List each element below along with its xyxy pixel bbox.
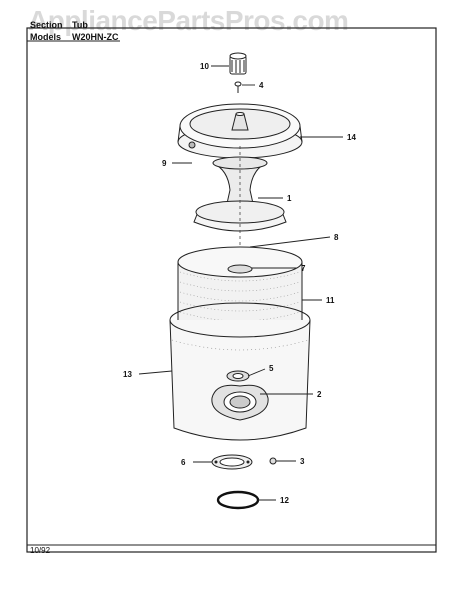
part-hub — [227, 264, 253, 274]
callout-9: 9 — [162, 159, 167, 168]
callout-14: 14 — [347, 133, 356, 142]
models-label: Models — [30, 32, 62, 42]
callout-8: 8 — [334, 233, 339, 242]
part-o-ring — [216, 490, 260, 510]
leader-lines — [138, 65, 343, 501]
revision-date: 10/92 — [30, 546, 51, 555]
callout-11: 11 — [326, 296, 335, 305]
callout-13: 13 — [123, 370, 132, 379]
part-tub-ring — [177, 103, 303, 159]
section-label: Section — [30, 20, 63, 30]
part-clip — [269, 457, 277, 465]
callout-6: 6 — [181, 458, 186, 467]
callout-12: 12 — [280, 496, 289, 505]
part-screw — [234, 81, 242, 93]
callout-10: 10 — [200, 62, 209, 71]
part-gasket — [211, 454, 253, 470]
callout-2: 2 — [317, 390, 322, 399]
part-basket — [177, 246, 303, 337]
page-frame — [26, 27, 437, 553]
callout-1: 1 — [287, 194, 292, 203]
section-value: Tub — [72, 20, 88, 30]
callout-3: 3 — [300, 457, 305, 466]
models-value: W20HN-ZC — [72, 32, 119, 42]
part-outer-tub — [169, 302, 311, 441]
callout-5: 5 — [269, 364, 274, 373]
callout-7: 7 — [301, 264, 306, 273]
watermark: AppliancePartsPros.com — [28, 5, 349, 36]
part-knob — [229, 52, 247, 75]
callout-4: 4 — [259, 81, 264, 90]
